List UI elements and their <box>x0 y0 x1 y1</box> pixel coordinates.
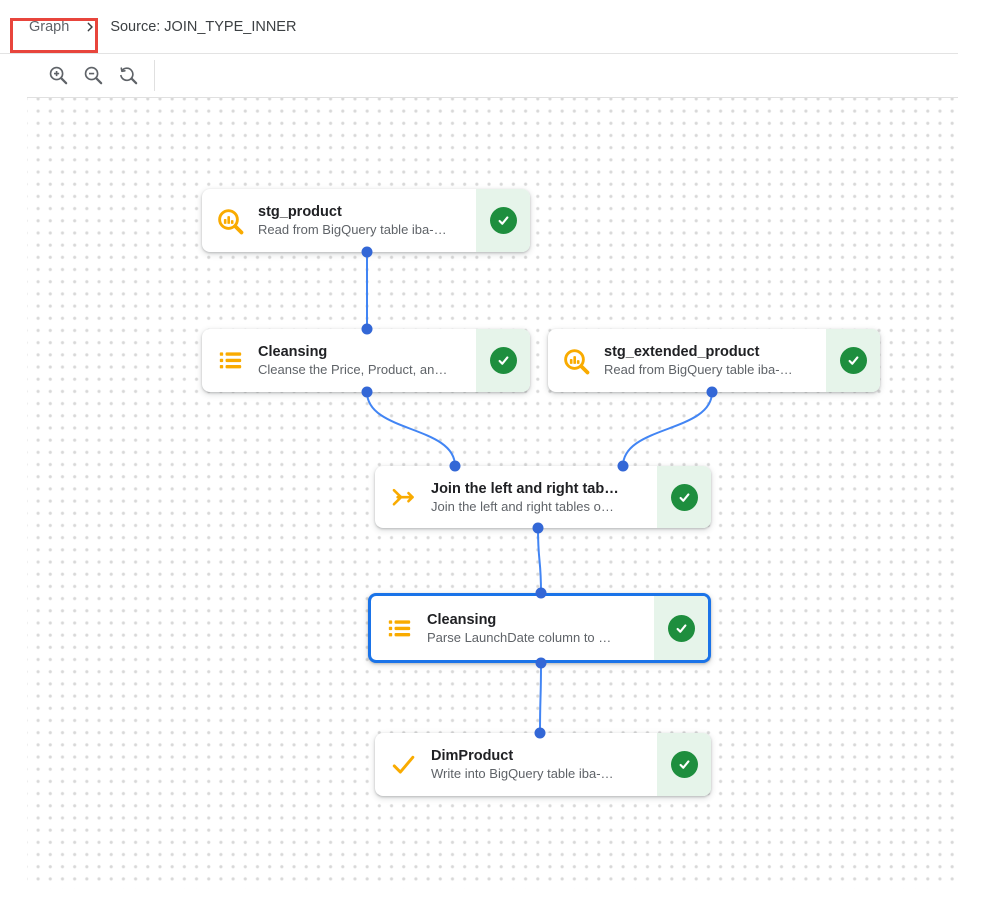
bigquery-icon <box>548 346 604 376</box>
bigquery-icon <box>202 206 258 236</box>
node-status-badge <box>826 329 880 392</box>
pipeline-node-join[interactable]: Join the left and right tab… Join the le… <box>375 466 711 528</box>
node-status-badge <box>657 733 711 796</box>
chevron-right-icon <box>82 19 98 35</box>
node-status-badge <box>654 596 708 660</box>
node-status-badge <box>476 329 530 392</box>
success-check-icon <box>489 347 517 374</box>
join-icon <box>375 484 431 511</box>
success-check-icon <box>489 207 517 234</box>
edge-join-to-cleansing_2 <box>537 527 542 594</box>
node-subtitle: Parse LaunchDate column to … <box>427 629 612 645</box>
toolbar-divider <box>154 60 155 91</box>
check-icon <box>375 751 431 778</box>
pipeline-node-cleansing_2[interactable]: Cleansing Parse LaunchDate column to … <box>368 593 711 663</box>
zoom-in-button[interactable] <box>46 64 70 88</box>
edge-cleansing_2-to-dimproduct <box>539 662 542 734</box>
node-title: DimProduct <box>431 748 514 764</box>
node-subtitle: Read from BigQuery table iba-… <box>604 362 793 377</box>
success-check-icon <box>670 751 698 778</box>
graph-toolbar <box>0 54 958 97</box>
node-subtitle: Join the left and right tables o… <box>431 498 614 514</box>
zoom-reset-button[interactable] <box>116 64 140 88</box>
edge-stg_extended_product-to-join <box>622 391 713 467</box>
node-title: Join the left and right tab… <box>431 480 619 497</box>
node-subtitle: Cleanse the Price, Product, an… <box>258 362 448 377</box>
node-status-badge <box>657 466 711 528</box>
zoom-out-button[interactable] <box>81 64 105 88</box>
zoom-reset-icon <box>117 64 140 87</box>
node-status-badge <box>476 189 530 252</box>
list-icon <box>371 615 427 642</box>
success-check-icon <box>667 614 695 642</box>
node-title: stg_extended_product <box>604 344 760 360</box>
pipeline-node-stg_extended_product[interactable]: stg_extended_product Read from BigQuery … <box>548 329 880 392</box>
node-subtitle: Read from BigQuery table iba-… <box>258 222 447 237</box>
zoom-in-icon <box>47 64 70 87</box>
node-title: Cleansing <box>427 611 497 628</box>
success-check-icon <box>670 483 698 511</box>
node-title: Cleansing <box>258 344 328 360</box>
success-check-icon <box>839 347 867 374</box>
node-subtitle: Write into BigQuery table iba-… <box>431 766 614 781</box>
node-title: stg_product <box>258 204 342 220</box>
zoom-out-icon <box>82 64 105 87</box>
pipeline-node-stg_product[interactable]: stg_product Read from BigQuery table iba… <box>202 189 530 252</box>
edge-cleansing_1-to-join <box>366 391 456 467</box>
list-icon <box>202 347 258 374</box>
pipeline-node-dimproduct[interactable]: DimProduct Write into BigQuery table iba… <box>375 733 711 796</box>
pipeline-node-cleansing_1[interactable]: Cleansing Cleanse the Price, Product, an… <box>202 329 530 392</box>
graph-canvas[interactable]: stg_product Read from BigQuery table iba… <box>27 97 958 889</box>
breadcrumb-item-graph[interactable]: Graph <box>29 18 70 35</box>
breadcrumb-item-source: Source: JOIN_TYPE_INNER <box>110 18 297 35</box>
breadcrumb-bar: Graph Source: JOIN_TYPE_INNER <box>0 0 958 54</box>
